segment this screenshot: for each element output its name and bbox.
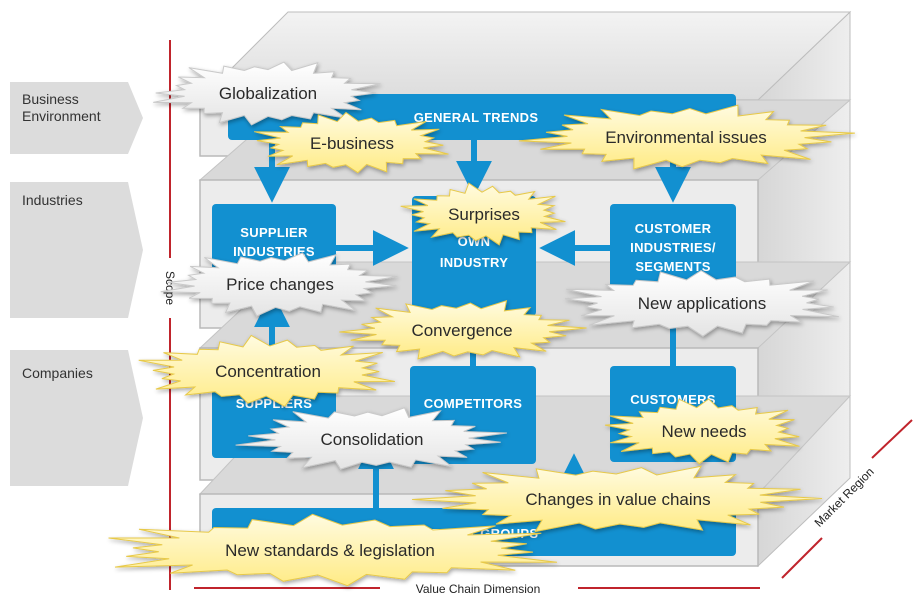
axis-scope: Scope [160, 40, 180, 590]
burst-label-surprises: Surprises [448, 205, 520, 224]
burst-e-business: E-business [253, 111, 449, 174]
burst-shape-concentration [138, 334, 395, 408]
burst-shape-new-standards [108, 513, 558, 587]
chevron-industries: Industries [10, 182, 143, 318]
label-business-environment-line2: Environment [22, 108, 101, 124]
label-business-environment-line1: Business [22, 91, 79, 107]
burst-label-price-changes: Price changes [226, 275, 334, 294]
chevron-companies: Companies [10, 350, 143, 486]
burst-label-e-business: E-business [310, 134, 394, 153]
burst-label-globalization: Globalization [219, 84, 317, 103]
label-scope: Scope [163, 271, 177, 305]
label-value-chain-dimension: Value Chain Dimension [416, 582, 541, 595]
label-general-trends: GENERAL TRENDS [414, 110, 539, 125]
label-own-industry-line2: INDUSTRY [440, 255, 508, 270]
burst-label-environmental-issues: Environmental issues [605, 128, 767, 147]
burst-shape-new-applications [564, 270, 839, 337]
label-supplier-industries-line2: INDUSTRIES [233, 244, 315, 259]
label-supplier-industries-line1: SUPPLIER [240, 225, 308, 240]
burst-label-convergence: Convergence [411, 321, 512, 340]
burst-surprises: Surprises [400, 182, 566, 246]
burst-changes-in-value-chains: Changes in value chains [412, 465, 823, 533]
burst-concentration: Concentration [138, 334, 395, 408]
burst-new-needs: New needs [604, 398, 800, 465]
label-customer-industries-line1: CUSTOMER [635, 221, 712, 236]
burst-shape-environmental-issues [518, 104, 855, 170]
burst-shape-new-needs [604, 398, 800, 465]
burst-shape-e-business [253, 111, 449, 174]
label-companies: Companies [22, 365, 93, 381]
burst-consolidation: Consolidation [235, 407, 507, 470]
burst-shape-consolidation [235, 407, 507, 470]
burst-new-applications: New applications [564, 270, 839, 337]
label-industries: Industries [22, 192, 83, 208]
burst-price-changes: Price changes [160, 252, 398, 317]
burst-new-standards: New standards & legislation [108, 513, 558, 587]
axis-value-chain: Value Chain Dimension [194, 582, 760, 595]
burst-label-new-standards: New standards & legislation [225, 541, 435, 560]
burst-shape-price-changes [160, 252, 398, 317]
burst-shape-convergence [339, 299, 587, 360]
burst-label-consolidation: Consolidation [320, 430, 423, 449]
burst-globalization: Globalization [153, 61, 381, 126]
burst-label-new-applications: New applications [638, 294, 767, 313]
box-customer-industries: CUSTOMER INDUSTRIES/ SEGMENTS [610, 204, 736, 290]
label-customers: CUSTOMERS [630, 392, 716, 407]
burst-label-changes-in-value-chains: Changes in value chains [525, 490, 710, 509]
label-competitors: COMPETITORS [424, 396, 522, 411]
burst-environmental-issues: Environmental issues [518, 104, 855, 170]
burst-shape-globalization [153, 61, 381, 126]
burst-shape-changes-in-value-chains [412, 465, 823, 533]
burst-label-new-needs: New needs [661, 422, 746, 441]
burst-shape-surprises [400, 182, 566, 246]
chevron-business-environment: Business Environment [10, 82, 143, 154]
label-customer-industries-line2: INDUSTRIES/ [630, 240, 716, 255]
burst-convergence: Convergence [339, 299, 587, 360]
label-customer-industries-line3: SEGMENTS [635, 259, 710, 274]
burst-label-concentration: Concentration [215, 362, 321, 381]
